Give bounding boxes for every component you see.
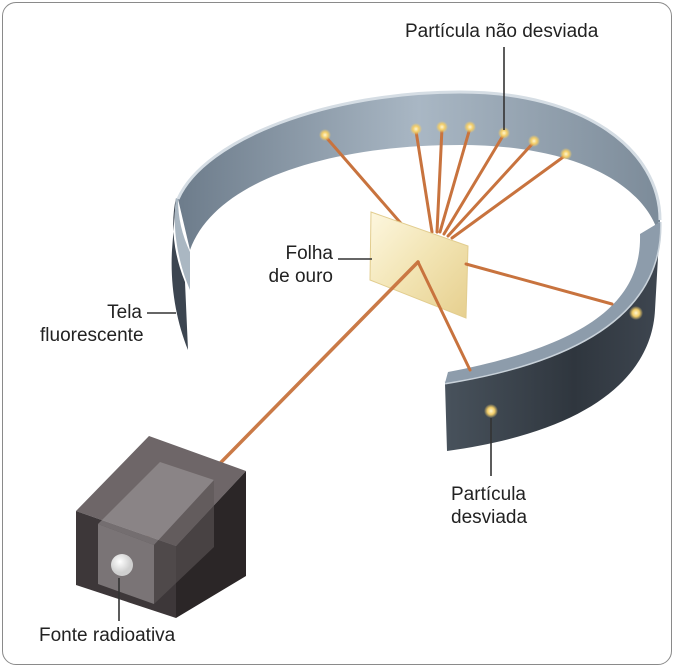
label-deflected-line1: Partícula (451, 484, 526, 505)
screen-top-rim (176, 90, 662, 221)
label-deflected-line2: desviada (451, 507, 528, 528)
label-gold-foil: Folha de ouro (267, 242, 333, 288)
undeflected-spots (319, 121, 572, 160)
screen-left-arm (171, 198, 188, 350)
deflected-spot-front (484, 404, 498, 418)
label-deflected-particle: Partícula desviada (451, 483, 527, 529)
deflected-spot-right (629, 306, 643, 320)
label-fluorescent-screen: Tela fluorescente (40, 301, 144, 347)
leader-lines (118, 47, 505, 621)
label-gold-foil-line2: de ouro (268, 266, 333, 287)
undeflected-rays (323, 126, 568, 240)
label-radioactive-source: Fonte radioativa (39, 625, 176, 646)
screen-front-arc (445, 222, 661, 451)
label-gold-foil-line1: Folha (285, 243, 333, 264)
label-screen-line1: Tela (107, 302, 142, 323)
deflected-rays (416, 260, 614, 372)
label-undeflected-particle: Partícula não desviada (405, 21, 599, 42)
label-screen-line2: fluorescente (40, 325, 144, 346)
screen-inner-wall (178, 92, 660, 250)
radioactive-source-box (76, 436, 246, 618)
